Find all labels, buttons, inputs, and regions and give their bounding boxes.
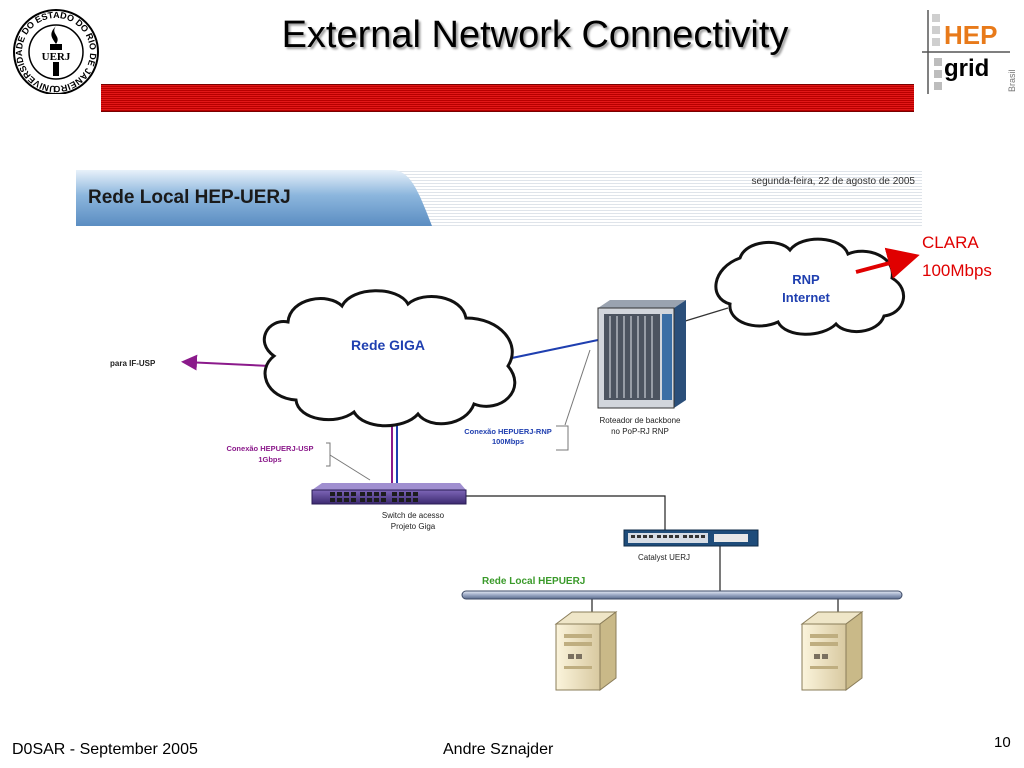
usp-connection-label-line2: 1Gbps [258,455,281,464]
uerj-seal-logo: UNIVERSIDADE DO ESTADO DO RIO DE JANEIRO… [13,9,99,94]
router-label-line2: no PoP-RJ RNP [611,427,669,436]
clara-arrow [855,247,920,279]
clara-label: CLARA [922,233,979,252]
diagram-header-title: Rede Local HEP-UERJ [88,187,291,208]
rnp-connection-label-line2: 100Mbps [492,437,524,446]
page-number: 10 [994,734,1011,751]
server-2 [800,611,864,691]
hep-logo-text: HEP [944,20,997,50]
lan-label: Rede Local HEPUERJ [482,576,585,587]
header-tab-shape [76,170,432,226]
switch-catalyst-link [464,495,666,530]
title-underline-bar [101,84,914,112]
rnp-cloud-label-line2: Internet [782,290,830,305]
grid-logo-text: grid [944,55,989,82]
footer-event-label: D0SAR - September 2005 [12,741,198,758]
server-1 [554,611,618,691]
uerj-logo-text: UERJ [42,51,71,63]
brasil-logo-text: Brasil [1007,69,1017,92]
access-switch: Switch de acesso Projeto Giga [311,483,467,531]
rede-giga-label: Rede GIGA [351,337,425,353]
rnp-internet-cloud: RNP Internet [714,237,905,336]
usp-conn-callout-line [329,454,371,481]
usp-destination-label: para IF-USP [110,359,156,368]
switch-label-line2: Projeto Giga [391,522,436,531]
catalyst-switch: Catalyst UERJ [623,529,759,562]
lan-bus: Rede Local HEPUERJ [461,576,903,600]
router-label-line1: Roteador de backbone [600,416,682,425]
backbone-router: Roteador de backbone no PoP-RJ RNP [597,300,686,436]
page-title: External Network Connectivity [281,14,789,56]
rnp-cloud-label-line1: RNP [792,272,820,287]
rede-giga-cloud: Rede GIGA [262,289,517,428]
clara-speed-label: 100Mbps [922,261,992,280]
diagram-header: Rede Local HEP-UERJ segunda-feira, 22 de… [76,170,922,226]
diagram-date: segunda-feira, 22 de agosto de 2005 [752,176,916,187]
hep-grid-logo: HEP grid Brasil [922,10,1017,94]
footer-author: Andre Sznajder [443,741,554,758]
switch-label-line1: Switch de acesso [382,511,445,520]
router-rnp-link [681,307,729,323]
rnp-conn-callout-line [564,349,591,426]
rnp-connection-label-line1: Conexão HEPUERJ-RNP [464,427,552,436]
catalyst-label: Catalyst UERJ [638,553,690,562]
usp-connection-label-line1: Conexão HEPUERJ-USP [226,444,313,453]
